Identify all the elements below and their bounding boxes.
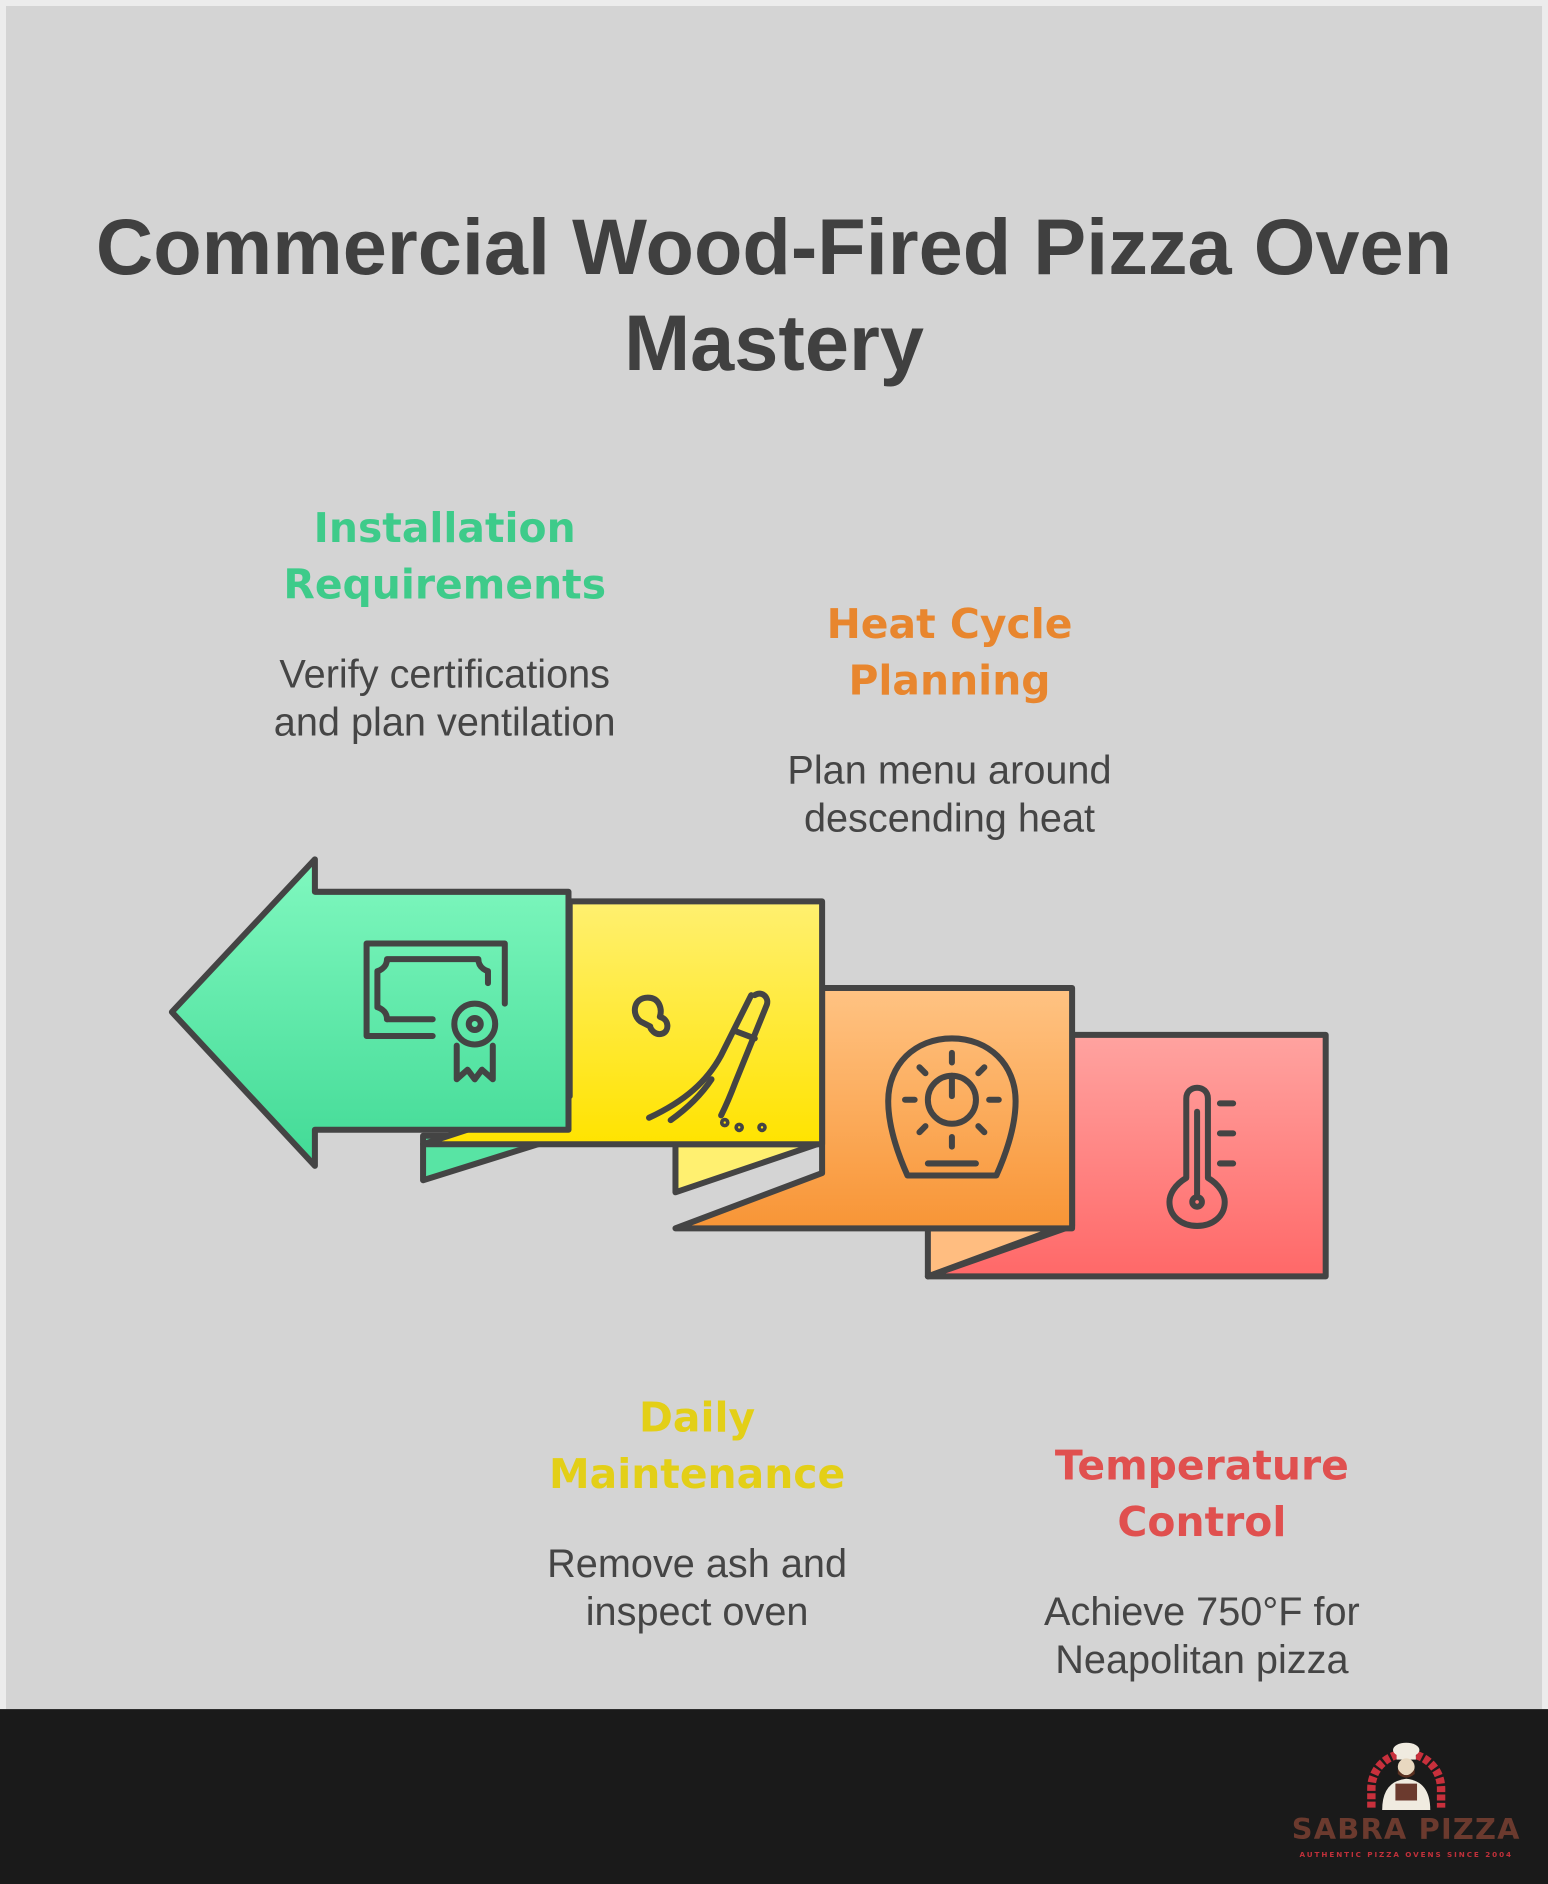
broom-icon (631, 990, 771, 1133)
sabra-pizza-logo: SABRA PIZZA AUTHENTIC PIZZA OVENS SINCE … (1262, 1740, 1548, 1872)
content-area (6, 6, 1543, 1710)
title-text: Commercial Wood-Fired Pizza Oven Mastery (95, 201, 1453, 388)
thermometer-icon (1166, 1084, 1237, 1229)
certificate-icon (363, 940, 508, 1083)
logo-name: SABRA PIZZA (1291, 1812, 1521, 1847)
chef-logo-icon (1367, 1742, 1446, 1811)
logo-tagline: AUTHENTIC PIZZA OVENS SINCE 2004 (1299, 1850, 1513, 1860)
installation-arrow (168, 856, 572, 1169)
oven-icon (885, 1035, 1019, 1179)
page-title: Commercial Wood-Fired Pizza Oven Mastery (0, 198, 1548, 390)
footer (0, 1709, 1548, 1884)
